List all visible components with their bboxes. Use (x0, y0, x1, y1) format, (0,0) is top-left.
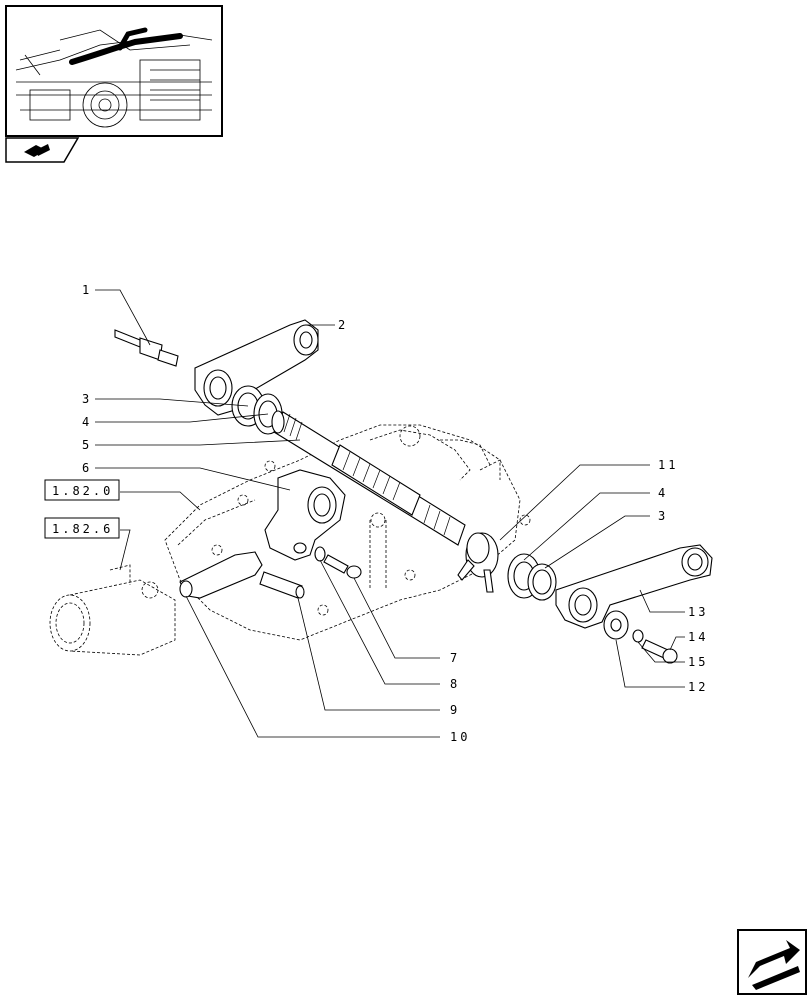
book-icon (5, 137, 80, 163)
link-10 (179, 551, 263, 599)
washer-8 (314, 546, 326, 562)
lift-arm-right (555, 544, 713, 629)
lift-cylinder (49, 564, 176, 656)
callout-2: 2 (338, 318, 348, 332)
callout-4-right: 4 (658, 486, 668, 500)
callout-6: 6 (82, 461, 92, 475)
callout-1: 1 (82, 283, 92, 297)
callout-9: 9 (450, 703, 460, 717)
callout-13: 13 (688, 605, 708, 619)
next-page-arrow-icon[interactable] (737, 929, 807, 995)
callout-3-right: 3 (658, 509, 668, 523)
reference-box-1-82-6[interactable]: 1.82.6 (44, 517, 120, 539)
sleeve-11 (457, 532, 499, 593)
screw-7 (323, 554, 362, 579)
leader-lines (95, 289, 685, 738)
callout-4: 4 (82, 415, 92, 429)
lift-arm-left (194, 319, 319, 416)
callout-3: 3 (82, 392, 92, 406)
lock-washer-15 (632, 629, 644, 643)
washer-12 (603, 610, 629, 640)
lift-housing (164, 424, 531, 641)
bolt-14 (641, 639, 678, 664)
control-lever (264, 469, 346, 561)
callout-12: 12 (688, 680, 708, 694)
callout-5: 5 (82, 438, 92, 452)
pin-9 (259, 571, 305, 599)
seal-ring-right (527, 563, 557, 601)
callout-14: 14 (688, 630, 708, 644)
callout-labels: 1 2 3 4 5 6 7 8 9 10 11 4 3 13 14 15 12 (82, 283, 708, 744)
callout-8: 8 (450, 677, 460, 691)
callout-15: 15 (688, 655, 708, 669)
stud-1 (114, 329, 179, 367)
reference-label: 1.82.6 (52, 522, 113, 536)
callout-7: 7 (450, 651, 460, 665)
lift-shaft (271, 410, 466, 546)
reference-box-1-82-0[interactable]: 1.82.0 (44, 479, 120, 501)
callout-11: 11 (658, 458, 678, 472)
reference-label: 1.82.0 (52, 484, 113, 498)
callout-10: 10 (450, 730, 470, 744)
overview-thumbnail (5, 5, 223, 137)
